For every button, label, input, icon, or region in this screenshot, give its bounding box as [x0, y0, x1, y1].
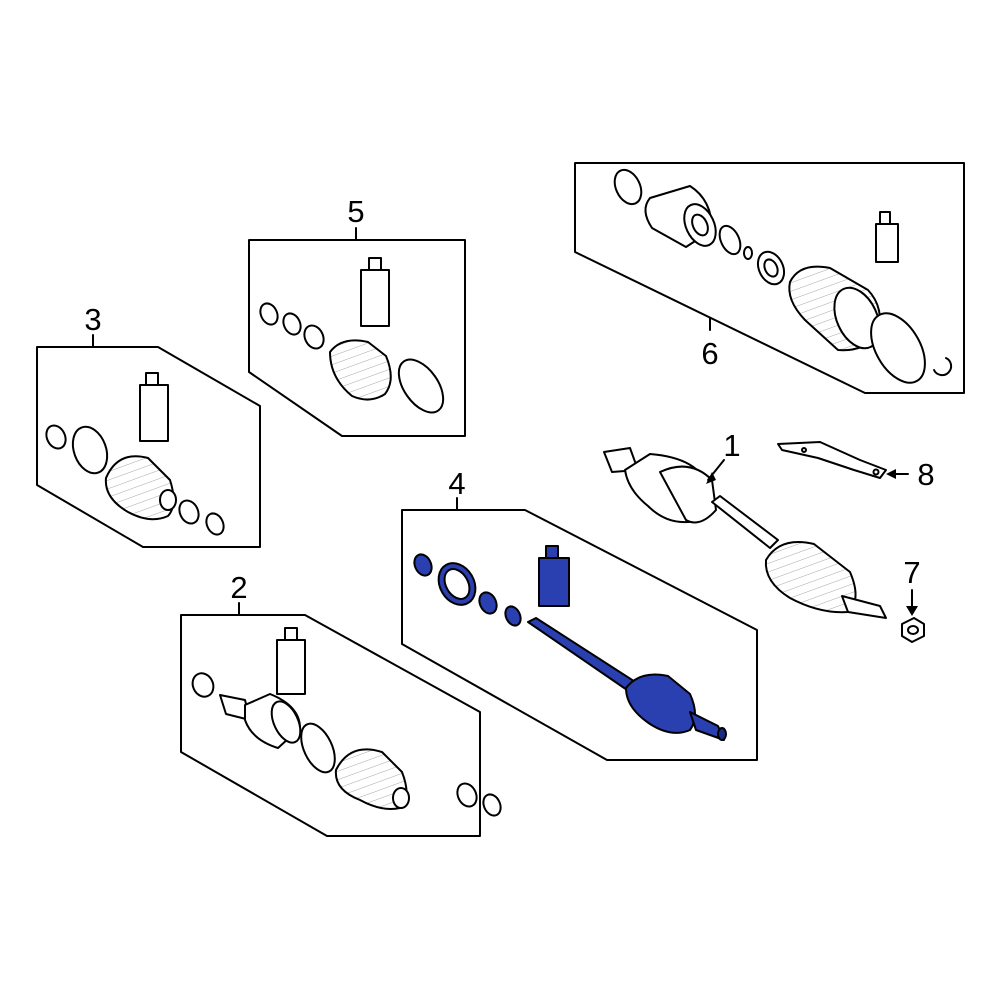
part-1-shaft	[711, 495, 779, 549]
kit-2-grease-tube	[276, 627, 306, 695]
part-8-leader-arrow	[886, 469, 896, 479]
part-8-bracket-body	[777, 441, 887, 479]
kit-2-clamp-a	[191, 672, 215, 698]
kit-4-snap-ring	[413, 553, 433, 577]
kit-3-clamp-a	[45, 424, 67, 450]
kit-6-circlip	[933, 357, 953, 377]
kit-5-boot-band	[397, 358, 445, 414]
kit-6-outer-boot-kit: 6	[574, 162, 965, 394]
callout-7: 7	[903, 555, 920, 590]
kit-3-clamp-b	[178, 499, 200, 525]
kit-6-boot	[788, 265, 881, 352]
part-1-inner-joint	[603, 447, 717, 524]
kit-4-clamp	[478, 591, 498, 615]
kit-2-boot	[334, 748, 410, 810]
kit-3-grease-tube	[139, 372, 169, 442]
part-1-stub	[841, 595, 887, 619]
kit-2-inner-joint-kit: 2	[180, 570, 502, 837]
part-8-hole-a	[801, 447, 807, 453]
kit-5-ring-b	[282, 312, 302, 336]
kit-6-boot-clamp	[756, 250, 786, 286]
kit-3-boot	[104, 455, 177, 521]
kit-2-ring	[482, 793, 502, 817]
kit-6-snap-ring	[613, 168, 643, 206]
kit-2-boot-band	[300, 722, 336, 774]
callout-5: 5	[347, 194, 364, 229]
part-7-nut-bore	[907, 625, 919, 635]
kit-4-grease-tube	[538, 545, 570, 607]
part-1-axle-assembly: 1	[603, 428, 887, 619]
kit-4-axle-shaft	[527, 617, 727, 741]
part-7-leader-arrow	[906, 606, 918, 616]
kit-4-boot-band-inner	[443, 568, 471, 600]
kit-6-joint-housing	[644, 185, 717, 248]
kit-5-grease-tube	[360, 257, 390, 327]
kit-4-axle-shaft-kit: 4	[401, 466, 758, 761]
callout-2: 2	[230, 570, 247, 605]
callout-6: 6	[701, 336, 718, 371]
kit-6-grease-tube	[875, 211, 899, 263]
part-8-hole-b	[872, 468, 880, 476]
kit-2-tripod-housing	[219, 693, 302, 749]
part-1-outer-boot	[764, 541, 857, 614]
part-7-hub-nut: 7	[901, 555, 925, 643]
callout-3: 3	[84, 302, 101, 337]
kit-5-inner-boot-kit: 5	[248, 194, 466, 437]
kit-3-boot-kit: 3	[36, 302, 261, 548]
kit-6-boot-band	[870, 312, 926, 384]
kit-6-ring-a	[718, 224, 742, 256]
kit-3-frame	[36, 346, 261, 548]
kit-2-clamp-b	[456, 782, 478, 808]
kit-3-ring	[205, 512, 225, 536]
part-1-leader-arrow	[706, 472, 716, 484]
kit-3-boot-band	[71, 425, 109, 475]
callout-8: 8	[917, 457, 934, 492]
callout-1: 1	[723, 428, 740, 463]
callout-4: 4	[448, 466, 465, 501]
kit-5-boot	[329, 339, 392, 401]
kit-5-ring-a	[259, 302, 279, 326]
kit-5-clamp	[303, 324, 325, 350]
kit-6-ring-b	[743, 246, 753, 260]
kit-4-ring	[504, 605, 522, 627]
part-8-bracket: 8	[777, 441, 935, 492]
